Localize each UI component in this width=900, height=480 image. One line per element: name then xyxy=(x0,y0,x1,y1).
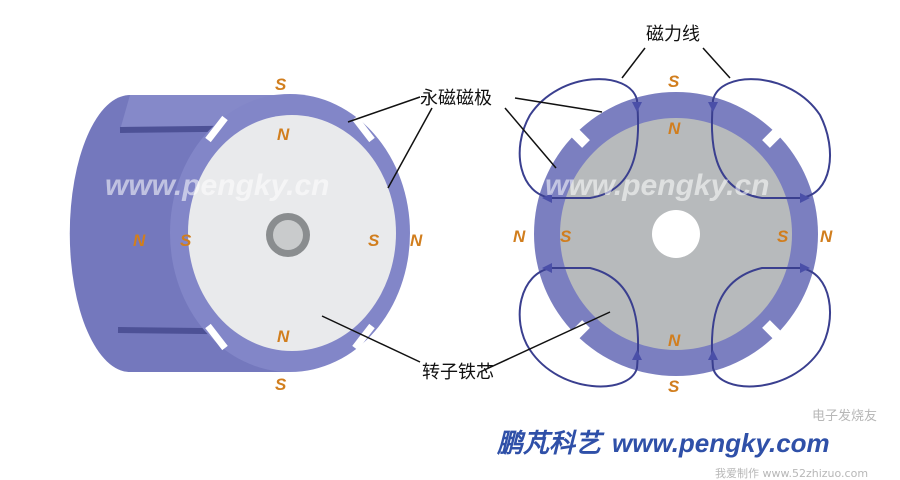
field-arrows xyxy=(542,102,810,360)
watermark-left: www.pengky.cn xyxy=(105,169,330,202)
watermark-right: www.pengky.cn xyxy=(545,169,770,202)
pole-label-s-top: S xyxy=(275,75,287,94)
footer-url: www.pengky.com xyxy=(612,428,830,458)
label-rotor-core: 转子铁芯 xyxy=(422,362,494,383)
logo-watermark-1: 电子发烧友 xyxy=(812,408,877,424)
logo-watermark-2: 我爱制作 www.52zhizuo.com xyxy=(715,467,868,480)
shaft-hole-cross xyxy=(652,210,700,258)
pole-label-n-top: N xyxy=(277,125,290,144)
shaft-thread xyxy=(273,220,303,250)
pole-label-s-left: S xyxy=(180,231,192,250)
cs-pole-n-bottom: N xyxy=(668,331,681,350)
field-line-bottom-left xyxy=(518,267,640,388)
pole-label-n-right: N xyxy=(410,231,423,250)
pole-label-s-right: S xyxy=(368,231,380,250)
field-line-top-left xyxy=(518,78,640,199)
cs-pole-s-right: S xyxy=(777,227,789,246)
footer-brand: 鹏芃科艺 xyxy=(496,428,605,458)
cs-pole-s-left: S xyxy=(560,227,572,246)
label-magnetic-field-lines: 磁力线 xyxy=(646,24,700,45)
pole-label-n-left: N xyxy=(133,231,146,250)
cs-pole-n-top: N xyxy=(668,119,681,138)
pole-label-s-bottom: S xyxy=(275,375,287,394)
label-permanent-magnet-poles: 永磁磁极 xyxy=(420,88,492,109)
pole-label-n-bottom: N xyxy=(277,327,290,346)
rotor-cross-section: S N N S S N N S xyxy=(513,72,833,396)
field-lines xyxy=(518,78,832,388)
rotor-cylinder-3d: S N N S S N N S xyxy=(69,75,423,394)
cs-pole-s-top: S xyxy=(668,72,680,91)
cs-pole-s-bottom: S xyxy=(668,377,680,396)
cross-section-gaps xyxy=(562,120,790,348)
cs-pole-n-right: N xyxy=(820,227,833,246)
field-line-top-right xyxy=(710,78,832,199)
callout-lines xyxy=(321,47,731,373)
cs-pole-n-left: N xyxy=(513,227,526,246)
field-line-bottom-right xyxy=(710,267,832,388)
magnet-gaps xyxy=(205,115,375,351)
